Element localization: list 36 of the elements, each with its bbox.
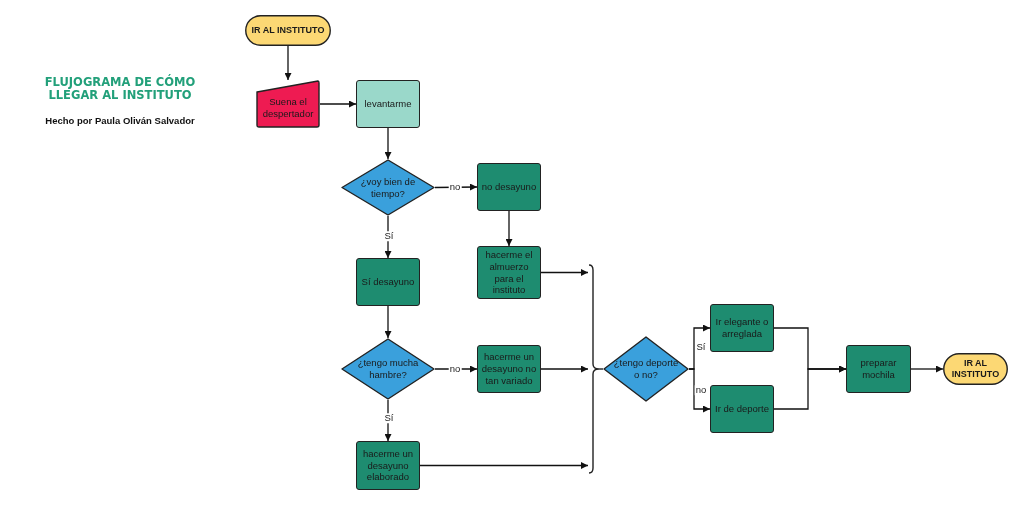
edge-label: Sí (383, 413, 395, 423)
arrow (384, 127, 392, 160)
arrow (688, 368, 711, 413)
manual-input-shape: Suena el despertador (256, 80, 320, 128)
author-credit: Hecho por Paula Oliván Salvador (44, 115, 196, 126)
arrow (319, 100, 357, 108)
decision-diamond: ¿tengo mucha hambre? (341, 338, 435, 400)
process-box: Ir elegante o arreglada (710, 304, 774, 352)
edge-label: Sí (695, 342, 707, 352)
process-box: no desayuno (477, 163, 541, 211)
process-box: Sí desayuno (356, 258, 420, 306)
edge-label: no (448, 182, 462, 192)
arrow (540, 365, 589, 373)
edge-label: no (694, 385, 708, 395)
terminal-pill: IR AL INSTITUTO (943, 353, 1008, 385)
decision-diamond: ¿voy bien de tiempo? (341, 159, 435, 216)
arrow (505, 210, 513, 247)
process-box: hacerme el almuerzo para el instituto (477, 246, 541, 299)
arrow (384, 215, 392, 259)
process-box: hacerme un desayuno no tan variado (477, 345, 541, 393)
terminal-pill: IR AL INSTITUTO (245, 15, 331, 46)
arrow (384, 305, 392, 339)
process-box: preparar mochila (846, 345, 911, 393)
decision-diamond: ¿tengo deporte o no? (603, 336, 689, 402)
arrow (910, 365, 944, 373)
edge-label: Sí (383, 231, 395, 241)
diagram-title: FLUJOGRAMA DE CÓMO LLEGAR AL INSTITUTO (43, 76, 197, 103)
process-box: levantarme (356, 80, 420, 128)
arrow (773, 365, 847, 410)
process-box: hacerme un desayuno elaborado (356, 441, 420, 490)
edge-label: no (448, 364, 462, 374)
arrow (540, 269, 589, 276)
curly-bracket (588, 264, 599, 474)
process-box: Ir de deporte (710, 385, 774, 433)
arrow (419, 462, 589, 469)
arrow (284, 45, 292, 81)
